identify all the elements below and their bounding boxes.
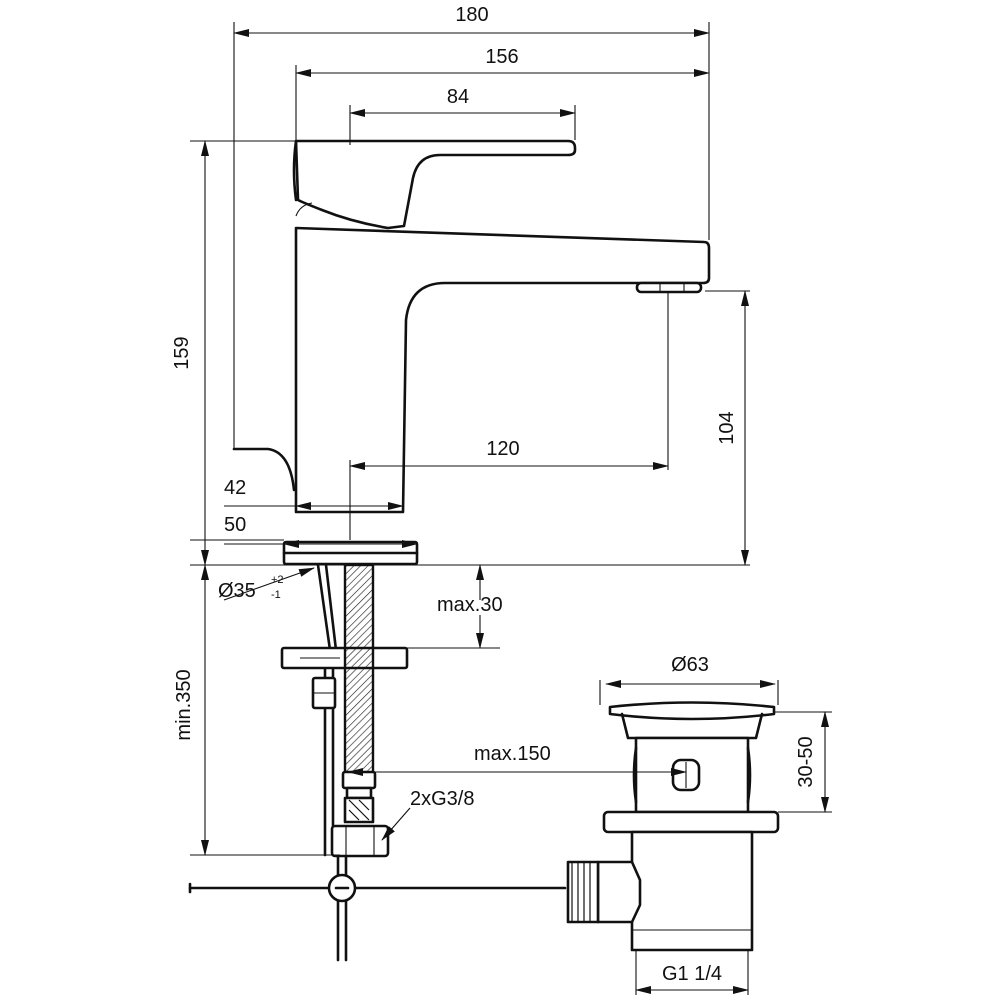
label-base-inner: 42 bbox=[224, 477, 246, 499]
aerator bbox=[635, 281, 703, 294]
body-main bbox=[294, 226, 711, 514]
label-max-thickness: max.30 bbox=[437, 594, 503, 616]
waste-flange bbox=[602, 810, 780, 834]
label-connection: 2xG3/8 bbox=[410, 788, 474, 810]
label-hole-diameter: Ø35 bbox=[218, 580, 256, 602]
label-base-outer: 50 bbox=[224, 514, 246, 536]
mounting-assembly bbox=[188, 563, 567, 962]
waste-cap bbox=[608, 701, 776, 721]
threaded-connector bbox=[566, 860, 600, 924]
label-max-hose: max.150 bbox=[474, 743, 551, 765]
label-hole-tol-plus: +2 bbox=[271, 574, 284, 586]
dimension-labels: 180 156 84 159 104 120 42 50 Ø35 +2 -1 m… bbox=[171, 4, 817, 985]
label-spout-width: 156 bbox=[485, 46, 518, 68]
label-min-height: min.350 bbox=[173, 669, 195, 740]
label-hole-tol-minus: -1 bbox=[271, 589, 281, 601]
label-spout-reach: 120 bbox=[486, 438, 519, 460]
popup-rod bbox=[232, 447, 296, 492]
faucet-body bbox=[232, 139, 711, 566]
braided-hose bbox=[343, 563, 375, 777]
label-total-height: 159 bbox=[171, 336, 193, 369]
connection-fitting bbox=[330, 824, 390, 858]
label-waste-thread: G1 1/4 bbox=[662, 963, 722, 985]
label-waste-height: 30-50 bbox=[795, 736, 817, 787]
label-lever-length: 84 bbox=[447, 86, 469, 108]
lever-handle bbox=[294, 139, 577, 230]
label-overall-width: 180 bbox=[455, 4, 488, 26]
label-waste-diameter: Ø63 bbox=[671, 654, 709, 676]
dimension-lines bbox=[190, 22, 832, 995]
label-spout-height: 104 bbox=[716, 411, 738, 444]
waste-assembly bbox=[566, 701, 780, 952]
